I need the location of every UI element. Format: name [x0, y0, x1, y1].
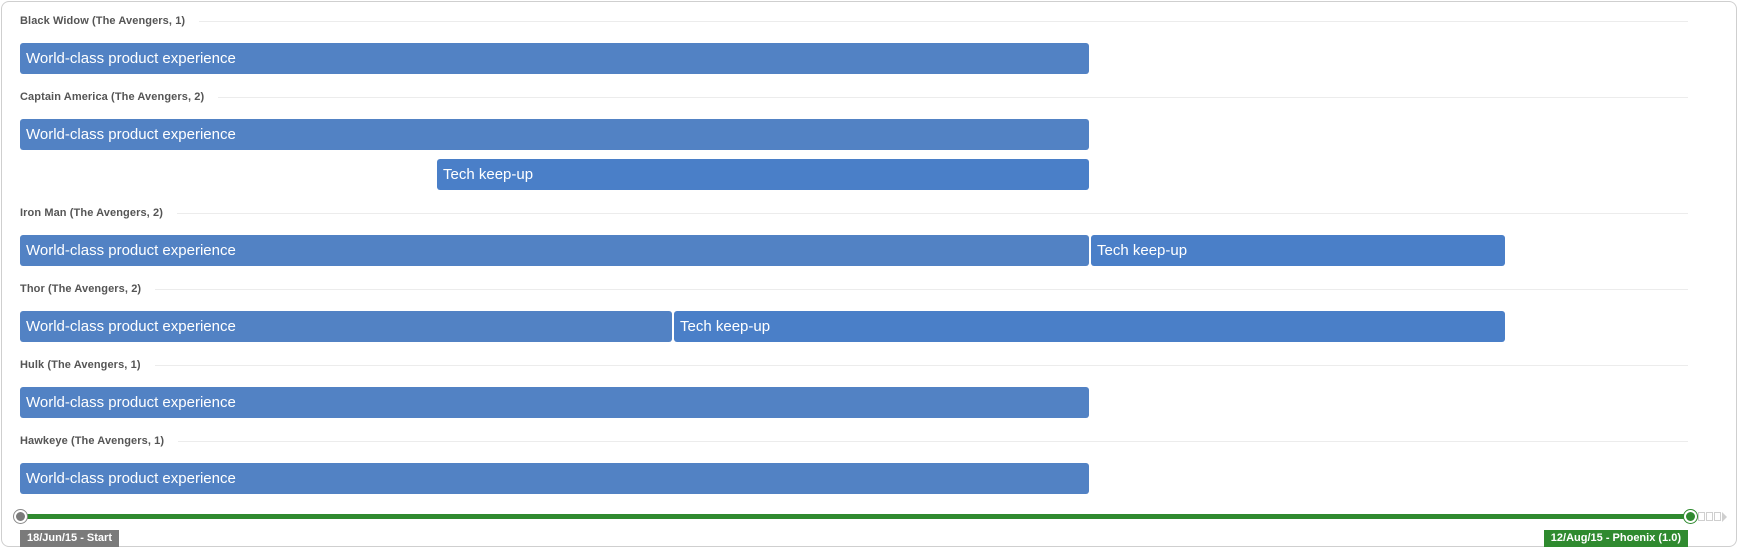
roadmap-bar[interactable]: World-class product experience: [20, 119, 1089, 150]
chevron-right-icon: [1722, 512, 1727, 522]
lane-divider: [178, 440, 1688, 442]
roadmap-bar[interactable]: World-class product experience: [20, 235, 1089, 266]
tick-box: [1714, 512, 1721, 521]
roadmap-bar[interactable]: World-class product experience: [20, 43, 1089, 74]
lane-header: Hulk (The Avengers, 1): [20, 358, 1688, 372]
lane-header: Hawkeye (The Avengers, 1): [20, 434, 1688, 448]
timeline-slider: 18/Jun/15 - Start 12/Aug/15 - Phoenix (1…: [14, 510, 1727, 550]
lane-header: Captain America (The Avengers, 2): [20, 90, 1688, 104]
lane-divider: [155, 288, 1688, 290]
bar-label: Tech keep-up: [680, 318, 771, 335]
lane-title: Black Widow (The Avengers, 1): [20, 15, 186, 27]
bar-label: World-class product experience: [26, 394, 236, 411]
lane-title: Iron Man (The Avengers, 2): [20, 207, 163, 219]
bar-label: World-class product experience: [26, 318, 236, 335]
bar-label: World-class product experience: [26, 470, 236, 487]
lane-title: Hawkeye (The Avengers, 1): [20, 435, 165, 447]
timeline-end-handle[interactable]: [1684, 510, 1697, 523]
lane-title: Captain America (The Avengers, 2): [20, 91, 205, 103]
bar-label: Tech keep-up: [443, 166, 534, 183]
bar-label: World-class product experience: [26, 126, 236, 143]
roadmap-bar[interactable]: Tech keep-up: [437, 159, 1089, 190]
bar-label: World-class product experience: [26, 242, 236, 259]
tick-box: [1698, 512, 1705, 521]
lane-divider: [176, 212, 1688, 214]
roadmap-bar[interactable]: Tech keep-up: [1091, 235, 1505, 266]
roadmap-bar[interactable]: World-class product experience: [20, 387, 1089, 418]
timeline-start-handle[interactable]: [14, 510, 27, 523]
lane-title: Thor (The Avengers, 2): [20, 283, 142, 295]
tick-box: [1706, 512, 1713, 521]
timeline-overflow-indicator: [1698, 512, 1727, 522]
start-milestone-label: 18/Jun/15 - Start: [20, 530, 119, 547]
roadmap-bar[interactable]: World-class product experience: [20, 311, 672, 342]
lane-header: Iron Man (The Avengers, 2): [20, 206, 1688, 220]
lane-divider: [218, 96, 1688, 98]
bar-label: Tech keep-up: [1097, 242, 1188, 259]
roadmap-bar[interactable]: Tech keep-up: [674, 311, 1505, 342]
roadmap-bar[interactable]: World-class product experience: [20, 463, 1089, 494]
lane-divider: [154, 364, 1688, 366]
lane-title: Hulk (The Avengers, 1): [20, 359, 141, 371]
lane-divider: [199, 20, 1688, 22]
lane-header: Thor (The Avengers, 2): [20, 282, 1688, 296]
end-milestone-label: 12/Aug/15 - Phoenix (1.0): [1543, 530, 1688, 547]
bar-label: World-class product experience: [26, 50, 236, 67]
lane-header: Black Widow (The Avengers, 1): [20, 14, 1688, 28]
timeline-track[interactable]: [20, 514, 1690, 519]
